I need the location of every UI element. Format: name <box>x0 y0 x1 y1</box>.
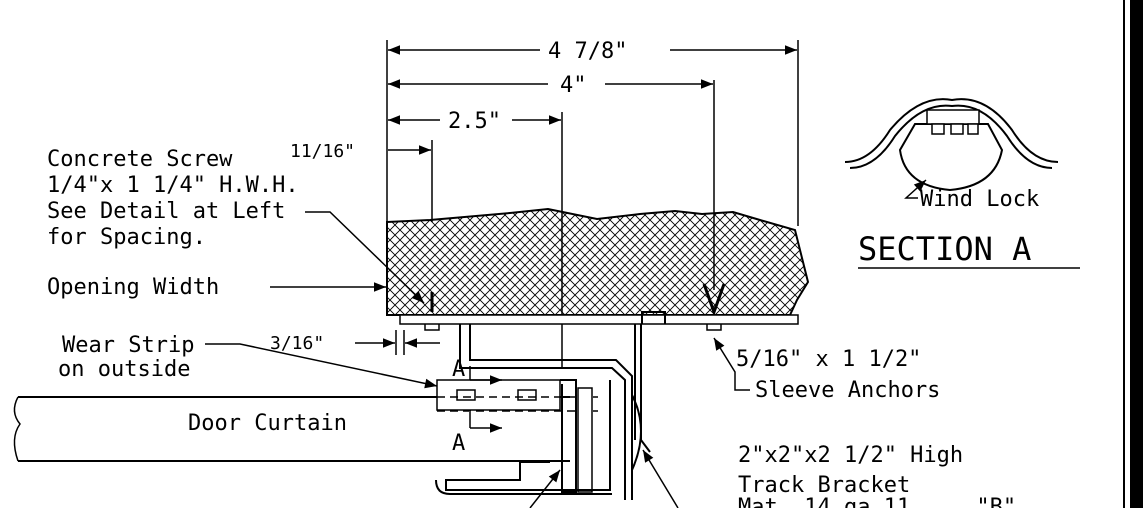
wind-lock-label: Wind Lock <box>920 187 1039 212</box>
section-marker-bottom: A <box>452 412 502 456</box>
dimension-overall: 4 7/8" <box>388 39 797 64</box>
opening-width-label: Opening Width <box>47 275 219 300</box>
section-marker-top: A <box>452 357 502 385</box>
dimension-four: 4" <box>388 73 713 98</box>
concrete-screw-line-3: See Detail at Left <box>47 199 285 224</box>
track-bracket-line-1: 2"x2"x2 1/2" High <box>738 443 963 468</box>
wear-strip-line-2: on outside <box>58 357 190 382</box>
concrete-screw-line-1: Concrete Screw <box>47 147 233 172</box>
opening-width-note: Opening Width <box>47 275 386 300</box>
door-curtain-label: Door Curtain <box>188 411 347 436</box>
section-marker-top-label: A <box>452 357 465 382</box>
concrete-screw-line-4: for Spacing. <box>47 225 206 250</box>
sleeve-anchors-note: 5/16" x 1 1/2" Sleeve Anchors <box>713 337 940 403</box>
track-bracket-note: 2"x2"x2 1/2" High Track Bracket Mat. 14 … <box>642 443 1016 508</box>
dimension-four-label: 4" <box>560 73 587 98</box>
wear-strip-note: Wear Strip on outside <box>58 333 438 389</box>
drawing-border <box>1123 0 1143 508</box>
track-bracket-line-3: Mat. 14 ga 11 ... "B" <box>738 495 1016 508</box>
extension-lines <box>386 40 799 368</box>
section-a-detail: Wind Lock SECTION A <box>844 98 1080 269</box>
dimension-three-sixteenths-label: 3/16" <box>270 333 324 354</box>
dimension-three-sixteenths: 3/16" <box>270 333 440 354</box>
dimension-overall-label: 4 7/8" <box>548 39 627 64</box>
dimension-eleven-sixteenths: 11/16" <box>290 141 431 162</box>
wear-strip-line-1: Wear Strip <box>62 333 194 358</box>
concrete-slab <box>386 207 810 316</box>
dimension-eleven-sixteenths-label: 11/16" <box>290 141 355 162</box>
track-bracket-line-2: Track Bracket <box>738 473 910 498</box>
concrete-screw-line-2: 1/4"x 1 1/4" H.W.H. <box>47 173 299 198</box>
bottom-leader <box>529 469 561 508</box>
sleeve-anchors-line-2: Sleeve Anchors <box>755 378 940 403</box>
concrete-screw-note: Concrete Screw 1/4"x 1 1/4" H.W.H. See D… <box>47 147 425 304</box>
dimension-two-point-five: 2.5" <box>388 109 561 134</box>
wind-lock-bump <box>631 394 642 471</box>
dimension-two-point-five-label: 2.5" <box>448 109 501 134</box>
sleeve-anchors-line-1: 5/16" x 1 1/2" <box>736 347 921 372</box>
section-title: SECTION A <box>858 230 1031 268</box>
guide-assembly <box>435 379 612 495</box>
section-marker-bottom-label: A <box>452 431 465 456</box>
track-bracket <box>399 311 799 500</box>
